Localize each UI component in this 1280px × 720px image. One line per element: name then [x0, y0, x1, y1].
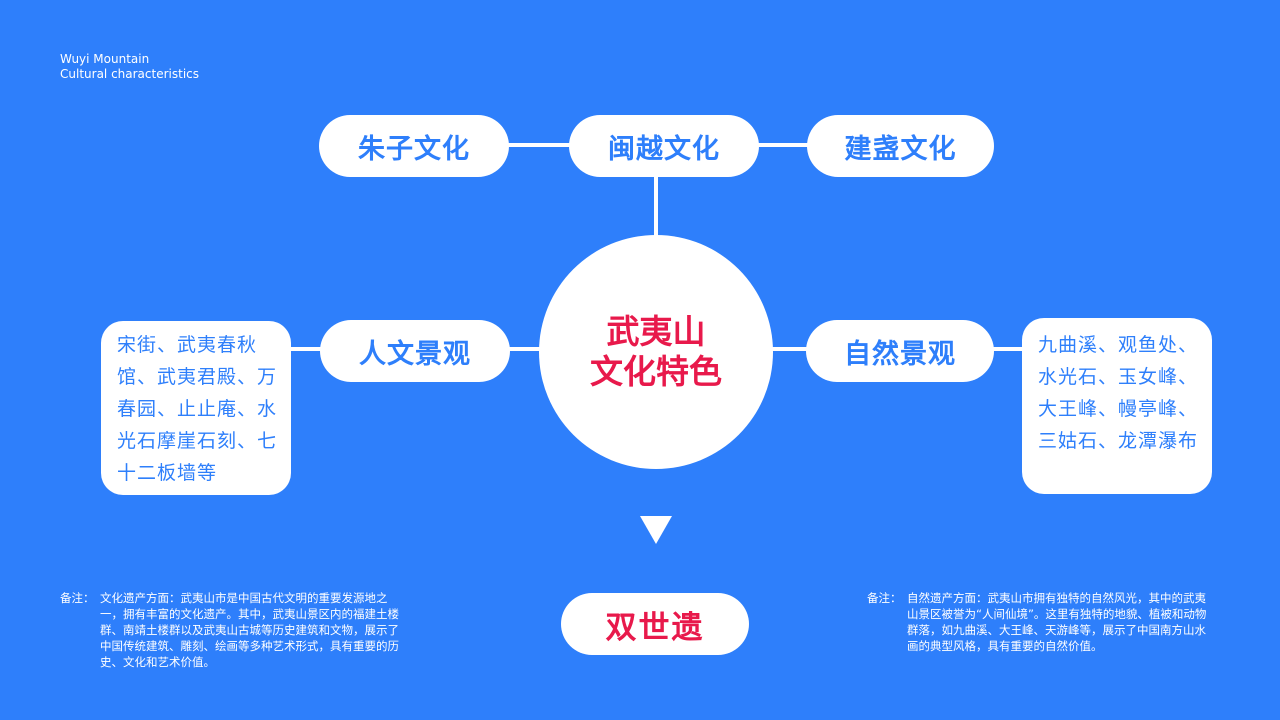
connector-top-left	[505, 143, 575, 147]
node-zhuzi-culture-label: 朱子文化	[358, 133, 470, 165]
note-right-text: 自然遗产方面：武夷山市拥有独特的自然风光，其中的武夷山景区被誉为“人间仙境”。这…	[907, 591, 1207, 653]
note-left-label: 备注：	[60, 591, 95, 605]
cultural-landscape-detail-text: 宋街、武夷春秋馆、武夷君殿、万春园、止止庵、水光石摩崖石刻、七十二板墙等	[117, 334, 278, 484]
connector-center-right	[768, 347, 810, 351]
note-left: 备注： 文化遗产方面：武夷山市是中国古代文明的重要发源地之一，拥有丰富的文化遗产…	[60, 590, 412, 680]
natural-landscape-detail-text: 九曲溪、观鱼处、水光石、玉女峰、大王峰、幔亭峰、三姑石、龙潭瀑布	[1038, 334, 1199, 452]
center-node: 武夷山 文化特色	[539, 235, 773, 469]
header-line-2: Cultural characteristics	[60, 67, 200, 81]
node-cultural-landscape-label: 人文景观	[359, 338, 471, 370]
connector-center-left	[505, 347, 545, 351]
natural-landscape-detail: 九曲溪、观鱼处、水光石、玉女峰、大王峰、幔亭峰、三姑石、龙潭瀑布	[1022, 318, 1212, 494]
node-dual-heritage-label: 双世遗	[605, 609, 705, 646]
node-zhuzi-culture: 朱子文化	[319, 115, 509, 177]
header-line-1: Wuyi Mountain	[60, 52, 150, 66]
node-minyue-culture-label: 闽越文化	[608, 133, 720, 165]
node-dual-heritage: 双世遗	[561, 593, 749, 655]
connector-top-right	[753, 143, 813, 147]
down-arrow-icon	[640, 516, 672, 544]
connector-left	[285, 347, 325, 351]
center-title-line-2: 文化特色	[590, 352, 722, 391]
node-jianzhan-culture: 建盏文化	[807, 115, 994, 177]
center-title-line-1: 武夷山	[606, 312, 706, 351]
node-minyue-culture: 闽越文化	[569, 115, 759, 177]
connector-right	[990, 347, 1026, 351]
connector-top-vertical	[654, 172, 658, 238]
node-natural-landscape: 自然景观	[806, 320, 994, 382]
node-cultural-landscape: 人文景观	[320, 320, 510, 382]
node-jianzhan-culture-label: 建盏文化	[844, 133, 957, 165]
cultural-landscape-detail: 宋街、武夷春秋馆、武夷君殿、万春园、止止庵、水光石摩崖石刻、七十二板墙等	[101, 321, 291, 495]
note-right-label: 备注：	[867, 591, 902, 605]
note-left-text: 文化遗产方面：武夷山市是中国古代文明的重要发源地之一，拥有丰富的文化遗产。其中，…	[100, 591, 399, 669]
note-right: 备注： 自然遗产方面：武夷山市拥有独特的自然风光，其中的武夷山景区被誉为“人间仙…	[867, 590, 1219, 680]
node-natural-landscape-label: 自然景观	[844, 338, 956, 370]
header-text: Wuyi Mountain Cultural characteristics	[60, 52, 199, 82]
